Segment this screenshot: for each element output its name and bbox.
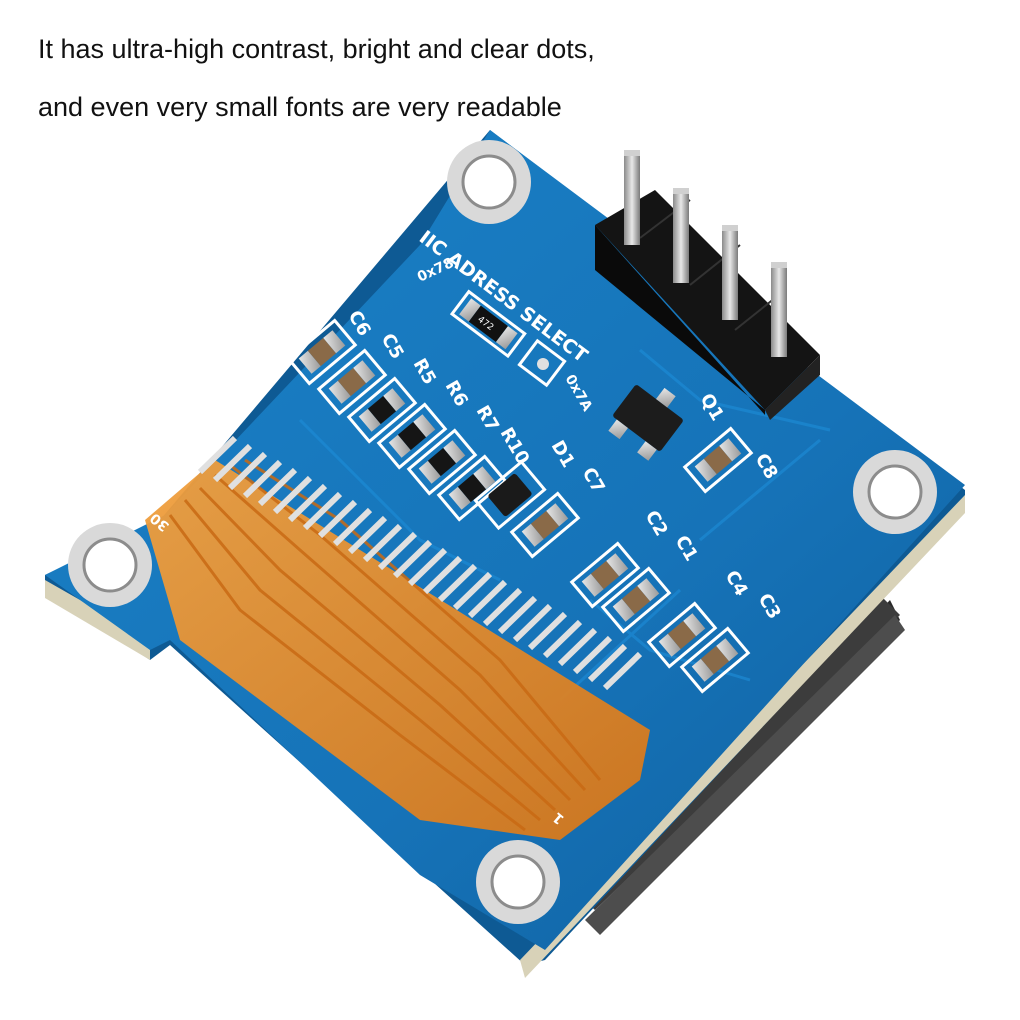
address-pad-empty [517, 338, 567, 388]
pcb-edge-fr4 [45, 580, 150, 660]
smd-capacitor-c5 [316, 348, 388, 416]
smd-diode-d1 [473, 459, 547, 531]
caption-line-1: It has ultra-high contrast, bright and c… [38, 34, 595, 64]
smd-resistor-r7 [406, 428, 478, 496]
oled-module-photo: IIC ADRESS SELECT 0x78 0x7A 472 C6 C5 R5… [45, 130, 965, 978]
smd-capacitor-c6 [286, 318, 358, 386]
smd-resistor-r5 [346, 376, 418, 444]
smd-capacitor-c1 [600, 566, 672, 634]
transistor-q1 [608, 385, 683, 461]
mounting-hole-top [447, 140, 531, 224]
smd-capacitor-c3 [679, 626, 751, 694]
flex-ribbon-cable: 30 1 [145, 435, 650, 840]
smd-capacitor-c7 [509, 491, 581, 559]
smd-capacitor-c2 [569, 541, 641, 609]
smd-resistor-r10 [436, 454, 508, 522]
caption-line-2: and even very small fonts are very reada… [38, 92, 562, 122]
address-resistor: 472 [449, 289, 527, 359]
pcb-edge-fr4-right [520, 495, 965, 978]
caption: It has ultra-high contrast, bright and c… [38, 20, 998, 136]
pin-header [595, 150, 820, 420]
smd-capacitor-c8 [682, 426, 754, 494]
mounting-hole-left [68, 523, 152, 607]
smd-capacitor-c4 [646, 601, 718, 669]
mounting-hole-bottom [476, 840, 560, 924]
mounting-hole-right [853, 450, 937, 534]
smd-resistor-r6 [376, 402, 448, 470]
